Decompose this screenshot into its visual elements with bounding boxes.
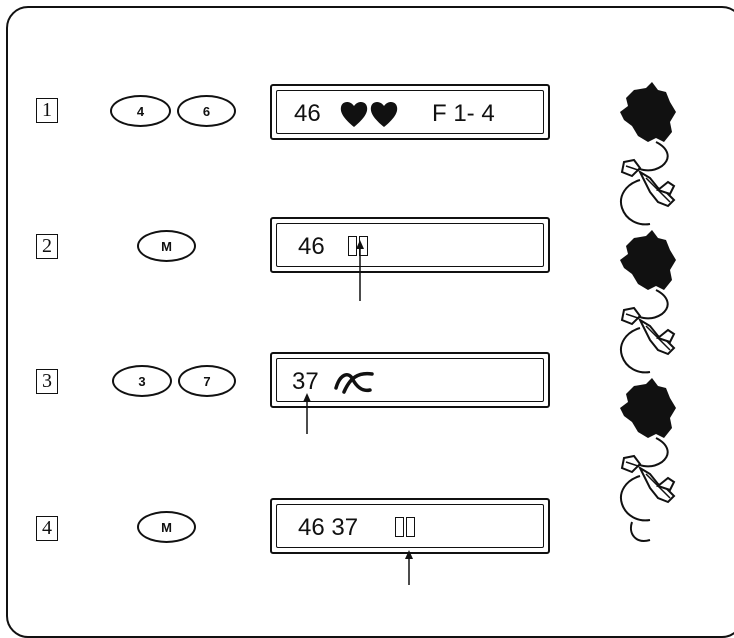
lcd-number: 46	[298, 233, 325, 260]
vine-pattern-icon	[334, 371, 374, 394]
cursor-block	[348, 236, 357, 256]
lcd-number: 37	[292, 368, 319, 395]
lcd-pattern-code: F 1- 4	[432, 100, 495, 127]
arrow-up-icon	[303, 393, 311, 434]
lcd-inner-4	[276, 504, 544, 548]
key-6[interactable]: 6	[177, 95, 236, 127]
lcd-display-1: 46 F 1- 4	[270, 84, 550, 140]
arrow-up-icon	[405, 550, 413, 585]
key-memory[interactable]: M	[137, 230, 196, 262]
cursor-block	[395, 517, 404, 537]
lcd-inner-3	[276, 358, 544, 402]
step-number-2: 2	[36, 234, 58, 259]
lcd-display-4: 46 37	[270, 498, 550, 554]
arrow-up-icon	[356, 240, 364, 301]
step-number-3: 3	[36, 369, 58, 394]
lcd-number: 46 37	[298, 514, 359, 541]
lcd-display-3: 37	[270, 352, 550, 408]
step-number-1: 1	[36, 98, 58, 123]
two-hearts-icon	[340, 101, 398, 127]
lcd-inner-1	[276, 90, 544, 134]
key-7[interactable]: 7	[178, 365, 236, 397]
cursor-block	[406, 517, 415, 537]
lcd-inner-2	[276, 223, 544, 267]
key-4[interactable]: 4	[110, 95, 171, 127]
lcd-number: 46	[294, 100, 321, 127]
heart-vine-border-icon	[619, 82, 677, 542]
lcd-display-2: 46	[270, 217, 550, 273]
key-memory[interactable]: M	[137, 511, 196, 543]
key-3[interactable]: 3	[112, 365, 172, 397]
step-number-4: 4	[36, 516, 58, 541]
